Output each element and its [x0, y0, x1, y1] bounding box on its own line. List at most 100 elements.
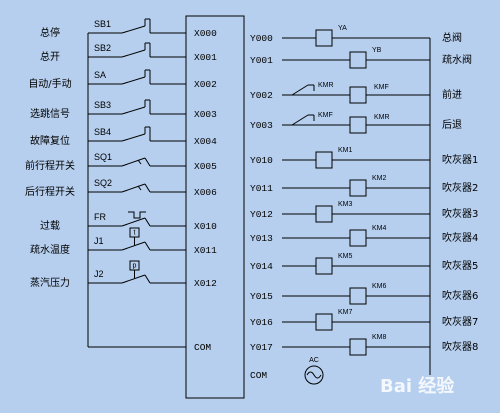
input-label-7: 过载 — [40, 219, 60, 232]
device-tag-sq2: SQ2 — [94, 178, 112, 188]
output-label-3: 后退 — [442, 119, 462, 131]
switch-fr — [121, 211, 151, 227]
y-terminal-y001: Y001 — [250, 55, 273, 66]
coil-tag-ya: YA — [338, 25, 347, 32]
input-label-0: 总停 — [40, 26, 60, 39]
switch-blade — [121, 76, 146, 85]
coil-tag-km3: KM3 — [338, 201, 353, 208]
input-label-8: 疏水温度 — [30, 243, 70, 256]
limit-blade — [121, 183, 146, 193]
plc-module — [185, 15, 245, 399]
x-terminal-x004: X004 — [194, 136, 217, 147]
input-label-3: 选跳信号 — [30, 107, 70, 120]
coil-kmr — [349, 116, 367, 134]
relay-end — [144, 241, 151, 251]
limit-end — [144, 183, 151, 193]
output-km1: KM1 — [315, 147, 353, 169]
output-label-2: 前进 — [442, 88, 462, 101]
y-terminal-y002: Y002 — [250, 90, 273, 101]
y-terminal-y015: Y015 — [250, 291, 273, 302]
output-km3: KM3 — [315, 201, 353, 223]
limit-tick — [137, 185, 142, 191]
output-label-9: 吹灰器6 — [442, 289, 478, 302]
coil-tag-km6: KM6 — [372, 283, 387, 290]
output-km6: KM6 — [349, 283, 387, 305]
y-terminal-y012: Y012 — [250, 209, 273, 220]
x-terminal-x005: X005 — [194, 161, 217, 172]
coil-tag-kmr: KMR — [374, 114, 390, 121]
y-terminal-y003: Y003 — [250, 120, 273, 131]
coil-km3 — [315, 205, 333, 223]
coil-ya — [315, 29, 333, 47]
x-terminal-x010: X010 — [194, 221, 217, 232]
limit-end — [144, 157, 151, 167]
switch-sa — [121, 69, 151, 85]
x-terminal-com: COM — [194, 342, 211, 353]
coil-tag-km8: KM8 — [372, 334, 387, 341]
coil-yb — [349, 51, 367, 69]
x-terminal-x011: X011 — [194, 245, 217, 256]
switch-sb3 — [121, 99, 151, 115]
y-terminal-com: COM — [250, 370, 267, 381]
relay-tag-j1: t — [134, 230, 136, 237]
input-label-2: 自动/手动 — [28, 77, 71, 90]
output-side: Y000Y001Y002Y003Y010Y011Y012Y013Y014Y015… — [250, 25, 478, 385]
limit-blade — [121, 157, 146, 167]
interlock-blade — [291, 84, 309, 96]
device-tag-j2: J2 — [94, 269, 104, 279]
output-label-10: 吹灰器7 — [442, 315, 478, 328]
coil-tag-km4: KM4 — [372, 225, 387, 232]
x-terminal-x000: X000 — [194, 28, 217, 39]
switch-sb1 — [121, 18, 151, 34]
output-label-6: 吹灰器3 — [442, 207, 478, 220]
overload-blade — [121, 217, 146, 227]
y-terminal-y000: Y000 — [250, 33, 273, 44]
device-tag-sb1: SB1 — [94, 19, 111, 29]
output-ya: YA — [315, 25, 347, 47]
x-terminal-x003: X003 — [194, 109, 217, 120]
relay-end — [144, 274, 151, 284]
coil-km7 — [315, 313, 333, 331]
device-tag-sq1: SQ1 — [94, 152, 112, 162]
switch-blade — [121, 133, 146, 142]
overload-end — [144, 217, 151, 227]
output-label-7: 吹灰器4 — [442, 231, 478, 244]
y-terminal-y011: Y011 — [250, 183, 273, 194]
coil-tag-kmf: KMF — [374, 84, 389, 91]
interlock-tag-kmf: KMF — [318, 112, 333, 119]
y-terminal-y014: Y014 — [250, 261, 273, 272]
output-km7: KM7 — [315, 309, 353, 331]
coil-tag-km2: KM2 — [372, 175, 387, 182]
switch-j1: t — [121, 227, 151, 251]
switch-sb2 — [121, 42, 151, 58]
input-label-4: 故障复位 — [30, 134, 70, 147]
x-terminal-x006: X006 — [194, 187, 217, 198]
switch-blade — [121, 49, 146, 58]
output-label-8: 吹灰器5 — [442, 259, 478, 272]
relay-blade — [121, 274, 146, 284]
output-yb: YB — [349, 47, 382, 69]
coil-km2 — [349, 179, 367, 197]
device-tag-sa: SA — [94, 70, 106, 80]
output-kmr: KMF KMR — [291, 112, 390, 134]
output-km2: KM2 — [349, 175, 387, 197]
output-km4: KM4 — [349, 225, 387, 247]
ac-wave — [306, 371, 322, 379]
x-terminal-x002: X002 — [194, 79, 217, 90]
y-terminal-y017: Y017 — [250, 342, 273, 353]
switch-blade — [121, 106, 146, 115]
coil-km6 — [349, 287, 367, 305]
input-label-1: 总开 — [40, 50, 60, 63]
ac-label: AC — [309, 357, 319, 364]
overload-symbol — [128, 211, 146, 219]
device-tag-sb3: SB3 — [94, 100, 111, 110]
input-label-6: 后行程开关 — [25, 185, 75, 198]
coil-kmf — [349, 86, 367, 104]
output-label-0: 总阀 — [442, 31, 462, 44]
coil-km4 — [349, 229, 367, 247]
output-km8: KM8 — [349, 334, 387, 356]
output-label-5: 吹灰器2 — [442, 181, 478, 194]
coil-tag-yb: YB — [372, 47, 382, 54]
watermark: Bai 经验 — [380, 375, 455, 397]
